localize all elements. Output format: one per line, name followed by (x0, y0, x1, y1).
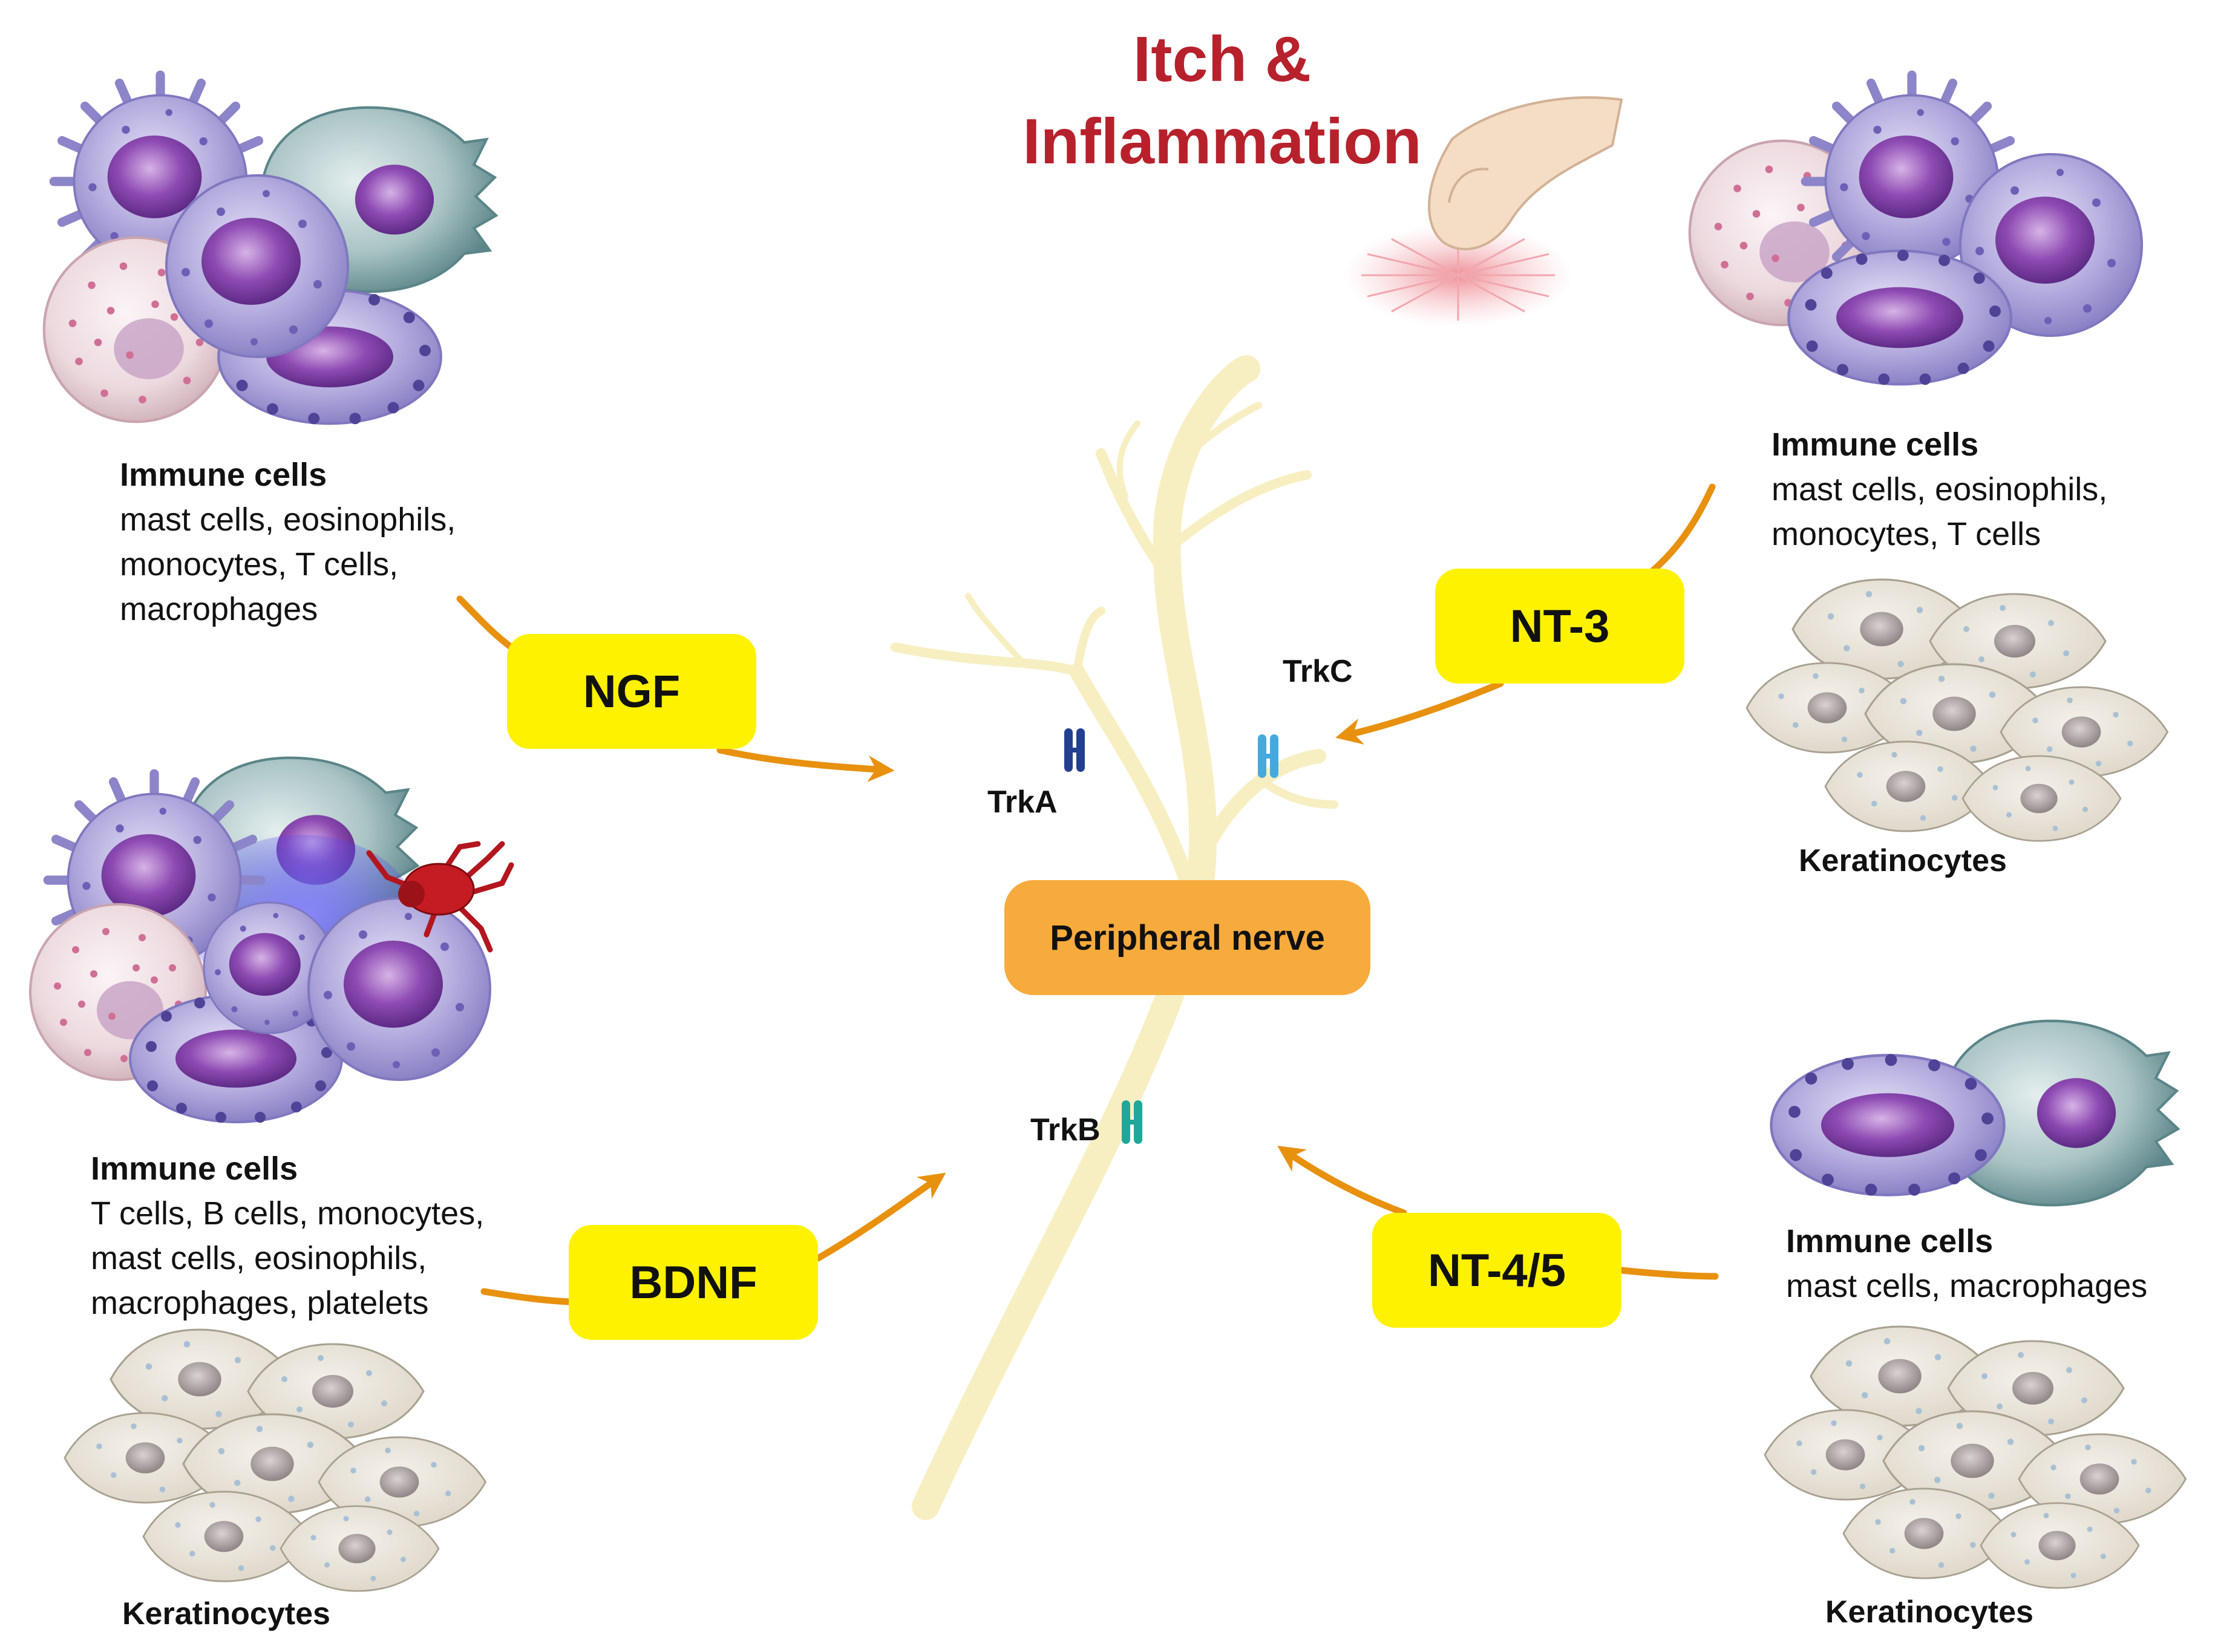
peripheral-nerve-tree (891, 355, 1338, 1520)
nt45-connector (1277, 1146, 1719, 1280)
immune-cells-bottom-right-illustration (1772, 1021, 2179, 1206)
peripheral-nerve-label: Peripheral nerve (1050, 918, 1325, 958)
source-bottom-right-text: Immune cells mast cells, macrophages (1786, 1219, 2147, 1308)
keratinocytes-bottom-right-label: Keratinocytes (1825, 1595, 2033, 1630)
source-top-left-line-3: macrophages (120, 591, 318, 627)
immune-cells-bottom-left-illustration (29, 758, 491, 1124)
ngf-box: NGF (507, 634, 756, 749)
trka-label: TrkA (987, 785, 1058, 820)
source-top-right-text: Immune cells mast cells, eosinophils, mo… (1772, 422, 2107, 557)
source-bottom-right-line-1: mast cells, macrophages (1786, 1268, 2148, 1304)
bdnf-box: BDNF (569, 1225, 818, 1340)
title-line-2: Inflammation (1022, 106, 1422, 177)
nt45-label: NT-4/5 (1427, 1244, 1566, 1296)
bdnf-connector (480, 1172, 946, 1305)
immune-cells-top-right-illustration (1690, 75, 2143, 385)
nt3-connector (1335, 483, 1716, 745)
source-bottom-left-text: Immune cells T cells, B cells, monocytes… (91, 1146, 484, 1325)
ngf-label: NGF (583, 665, 681, 717)
source-top-left-text: Immune cells mast cells, eosinophils, mo… (120, 452, 456, 632)
nt3-label: NT-3 (1510, 600, 1610, 652)
title-line-1: Itch & (1133, 24, 1312, 95)
mite-icon (366, 841, 514, 953)
diagram-title: Itch & Inflammation (920, 18, 1525, 183)
source-top-left-line-2: monocytes, T cells, (120, 546, 399, 583)
source-bottom-left-line-1: T cells, B cells, monocytes, (91, 1195, 485, 1232)
bdnf-label: BDNF (629, 1256, 757, 1308)
keratinocytes-bottom-right-illustration (1765, 1327, 2186, 1588)
source-top-left-line-1: mast cells, eosinophils, (120, 501, 456, 538)
keratinocytes-top-right-label: Keratinocytes (1799, 843, 2007, 878)
trkc-label: TrkC (1283, 654, 1353, 689)
keratinocytes-bottom-left-label: Keratinocytes (122, 1596, 330, 1631)
source-bottom-left-line-2: mast cells, eosinophils, (91, 1240, 427, 1276)
trka-receptor-icon (1064, 728, 1085, 772)
source-top-right-line-2: monocytes, T cells (1772, 516, 2041, 552)
source-top-right-title: Immune cells (1772, 426, 1979, 463)
source-bottom-left-title: Immune cells (91, 1151, 298, 1187)
source-top-left-title: Immune cells (120, 457, 327, 493)
nt45-box: NT-4/5 (1372, 1213, 1621, 1328)
nt3-box: NT-3 (1435, 569, 1684, 684)
itch-illustration (1343, 224, 1573, 327)
finger-icon (1428, 96, 1623, 250)
keratinocytes-top-right-illustration (1747, 580, 2168, 841)
source-bottom-left-line-3: macrophages, platelets (91, 1285, 429, 1321)
trkb-label: TrkB (1030, 1112, 1101, 1148)
source-bottom-right-title: Immune cells (1786, 1223, 1994, 1259)
source-top-right-line-1: mast cells, eosinophils, (1772, 471, 2108, 508)
immune-cells-top-left-illustration (44, 75, 496, 424)
keratinocytes-bottom-left-illustration (65, 1330, 486, 1591)
peripheral-nerve-box: Peripheral nerve (1004, 880, 1370, 995)
